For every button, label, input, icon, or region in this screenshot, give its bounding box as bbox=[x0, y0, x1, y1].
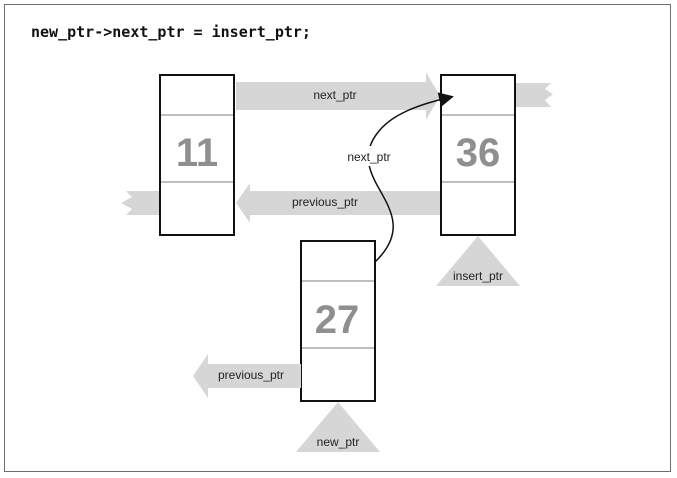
node-36-box bbox=[440, 74, 516, 236]
node-27-box bbox=[300, 240, 376, 402]
bottom-previous-pointer-arrow bbox=[193, 354, 301, 398]
insert-pointer-label: insert_ptr bbox=[453, 269, 503, 283]
node-27-value: 27 bbox=[315, 298, 360, 342]
top-previous-pointer-label: previous_ptr bbox=[292, 195, 358, 209]
node-11-value: 11 bbox=[176, 131, 218, 175]
node-11-box bbox=[159, 74, 235, 236]
left-continuation-pointer bbox=[121, 191, 160, 215]
curved-next-pointer-label: next_ptr bbox=[347, 150, 390, 164]
bottom-previous-pointer-label: previous_ptr bbox=[218, 368, 284, 382]
insert-pointer-arrow bbox=[436, 236, 520, 286]
top-next-pointer-label: next_ptr bbox=[313, 88, 356, 102]
top-previous-pointer-arrow bbox=[236, 183, 440, 223]
new-pointer-arrow bbox=[296, 402, 380, 452]
top-next-pointer-arrow bbox=[236, 72, 440, 120]
curved-next-pointer-line bbox=[367, 92, 454, 263]
right-continuation-pointer bbox=[515, 83, 553, 107]
new-pointer-label: new_ptr bbox=[317, 435, 360, 449]
curved-next-pointer-label-bg bbox=[340, 146, 398, 166]
code-statement: new_ptr->next_ptr = insert_ptr; bbox=[31, 23, 311, 41]
node-36-value: 36 bbox=[456, 131, 501, 175]
